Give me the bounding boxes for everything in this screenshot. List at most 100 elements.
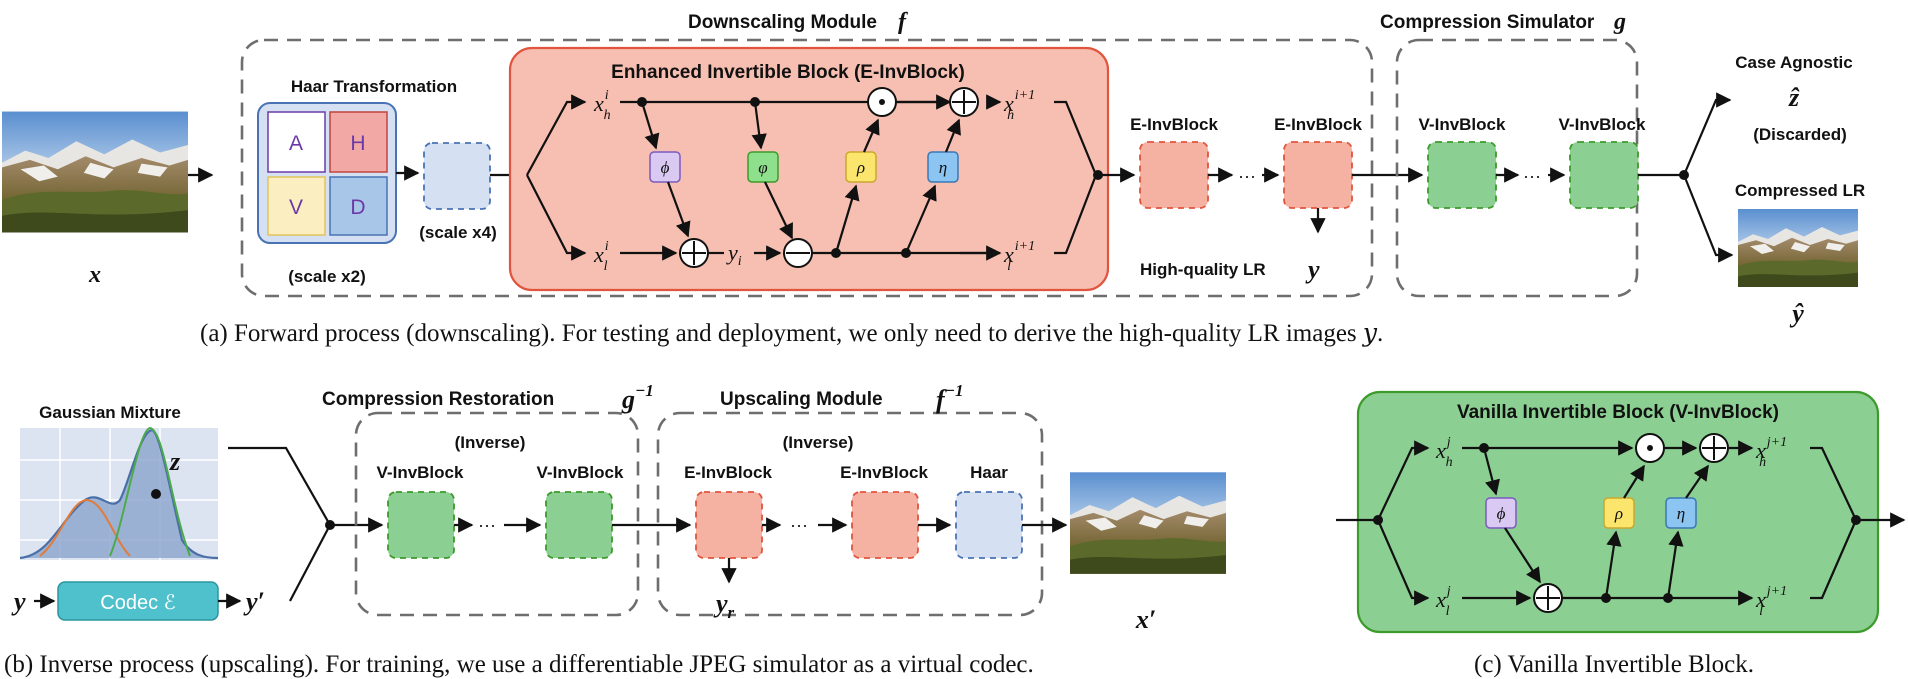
haar-inv-label: Haar bbox=[970, 463, 1008, 482]
var-yi: yi bbox=[726, 240, 742, 269]
downscaling-module-box bbox=[240, 38, 1374, 298]
arrow-to-rho bbox=[834, 184, 860, 254]
vanilla-arrow-xl bbox=[1376, 519, 1430, 606]
compression-simulator-box bbox=[1395, 38, 1639, 298]
compressed-lr-label: Compressed LR bbox=[1735, 181, 1865, 200]
y-input-symbol: y bbox=[11, 587, 26, 616]
rho-op-box bbox=[845, 151, 877, 183]
eta-label: η bbox=[939, 158, 947, 177]
caption-b: (b) Inverse process (upscaling). For tra… bbox=[4, 651, 1034, 678]
merge-yprime bbox=[289, 524, 331, 602]
haar-label-h: H bbox=[350, 132, 365, 155]
y-prime-symbol: y′ bbox=[243, 587, 265, 616]
gaussian-mixture-plot bbox=[12, 422, 219, 562]
einv-inv-label-2: E-InvBlock bbox=[840, 463, 928, 482]
node-bottom-1 bbox=[831, 248, 841, 258]
multiply-op-dot bbox=[879, 99, 885, 105]
vanilla-arrow-to-phi bbox=[1482, 447, 1500, 496]
einv-title: Enhanced Invertible Block (E-InvBlock) bbox=[611, 62, 965, 83]
arrow-to-compressed bbox=[1682, 174, 1734, 263]
case-agnostic-label: Case Agnostic bbox=[1735, 53, 1852, 72]
vinv-inv-label-2: V-InvBlock bbox=[537, 463, 624, 482]
vinv-inv-block-2 bbox=[545, 491, 613, 559]
vinv-label-2: V-InvBlock bbox=[1559, 115, 1646, 134]
vanilla-eta-box bbox=[1665, 497, 1697, 529]
arrow-to-eta bbox=[904, 184, 937, 254]
codec-label: Codec ℰ bbox=[100, 592, 175, 614]
inverse-label-1: (Inverse) bbox=[455, 433, 526, 452]
einv-label-1: E-InvBlock bbox=[1130, 115, 1218, 134]
compression-restoration-box bbox=[354, 411, 640, 617]
hq-lr-symbol: y bbox=[1305, 255, 1320, 284]
downscaling-module-title: Downscaling Module bbox=[688, 12, 877, 33]
scale-x4-block bbox=[423, 142, 491, 210]
haar-label-a: A bbox=[289, 132, 303, 155]
gaussian-mixture-title: Gaussian Mixture bbox=[39, 403, 181, 422]
arrow-to-xl bbox=[526, 174, 587, 261]
merge-bottom bbox=[1054, 174, 1098, 255]
arrow-to-varphi bbox=[751, 101, 767, 150]
vanilla-phi-box bbox=[1485, 497, 1517, 529]
arrow-rho-to-mul bbox=[862, 118, 880, 153]
vanilla-phi-to-add bbox=[1504, 527, 1541, 584]
vinv-block-2 bbox=[1569, 141, 1639, 209]
arrow-to-phi bbox=[640, 101, 660, 150]
haar-cell-v bbox=[267, 176, 326, 236]
haar-inv-block bbox=[955, 491, 1023, 559]
vanilla-multiply-dot bbox=[1647, 445, 1653, 451]
arrow-eta-to-add bbox=[944, 118, 961, 153]
arrow-to-z-hat bbox=[1682, 92, 1732, 176]
haar-title: Haar Transformation bbox=[291, 77, 457, 96]
vanilla-phi-label: ϕ bbox=[1497, 504, 1506, 523]
arrow-phi-to-add bbox=[666, 181, 691, 238]
x-prime-symbol: x′ bbox=[1135, 605, 1156, 634]
discarded-label: (Discarded) bbox=[1753, 125, 1847, 144]
compression-restoration-symbol: g−1 bbox=[621, 381, 654, 414]
phi-op-box bbox=[649, 151, 681, 183]
vanilla-rho-to-mul bbox=[1623, 464, 1645, 499]
merge-top bbox=[1054, 100, 1098, 176]
vinv-inv-ellipsis: ··· bbox=[478, 515, 496, 535]
vanilla-eta-label: η bbox=[1677, 504, 1685, 523]
compressed-lr-image bbox=[1738, 209, 1858, 287]
node-bottom-2 bbox=[901, 248, 911, 258]
upscaling-module-symbol: f−1 bbox=[936, 381, 963, 414]
einv-inv-block-1 bbox=[695, 491, 763, 559]
haar-cell-a bbox=[267, 111, 326, 173]
einv-inv-ellipsis: ··· bbox=[790, 515, 808, 535]
compression-restoration-title: Compression Restoration bbox=[322, 389, 554, 410]
varphi-op-box bbox=[747, 151, 779, 183]
haar-label-d: D bbox=[350, 196, 365, 219]
einv-label-2: E-InvBlock bbox=[1274, 115, 1362, 134]
caption-c: (c) Vanilla Invertible Block. bbox=[1474, 651, 1754, 678]
vanilla-title: Vanilla Invertible Block (V-InvBlock) bbox=[1457, 402, 1779, 423]
vanilla-merge-top bbox=[1810, 446, 1857, 521]
vanilla-merge-bottom bbox=[1810, 519, 1858, 600]
caption-a: (a) Forward process (downscaling). For t… bbox=[200, 320, 1383, 347]
einv-inv-block-2 bbox=[851, 491, 919, 559]
inverse-label-2: (Inverse) bbox=[783, 433, 854, 452]
vanilla-rho-label: ρ bbox=[1614, 504, 1623, 523]
haar-scale-label: (scale x2) bbox=[288, 267, 366, 286]
input-image-x bbox=[2, 111, 188, 233]
phi-label: ϕ bbox=[661, 158, 670, 177]
z-symbol: z bbox=[169, 447, 181, 476]
vinv-block-1 bbox=[1427, 141, 1497, 209]
eta-op-box bbox=[927, 151, 959, 183]
vanilla-to-rho bbox=[1604, 530, 1622, 599]
einv-block-2 bbox=[1283, 141, 1353, 209]
scale-x4-label: (scale x4) bbox=[419, 223, 497, 242]
compression-sim-title: Compression Simulator bbox=[1380, 12, 1595, 33]
arrow-varphi-to-sub bbox=[764, 181, 793, 240]
merge-z bbox=[228, 446, 331, 526]
varphi-label: φ bbox=[758, 158, 767, 177]
z-hat-symbol: ẑ bbox=[1788, 83, 1800, 112]
einv-inv-label-1: E-InvBlock bbox=[684, 463, 772, 482]
input-symbol-x: x bbox=[88, 262, 101, 288]
